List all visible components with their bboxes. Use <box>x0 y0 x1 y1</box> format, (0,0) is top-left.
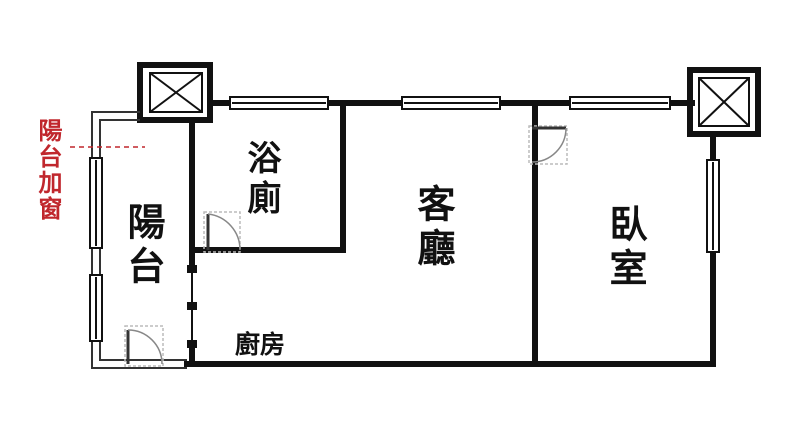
pillar-left <box>137 62 213 123</box>
pillar-right <box>687 67 761 137</box>
windows <box>89 96 720 342</box>
sliding-partition <box>187 265 197 348</box>
room-label-bathroom: 浴廁 <box>241 140 281 220</box>
room-label-living-room: 客廳 <box>411 184 456 272</box>
doors <box>124 125 568 367</box>
room-label-kitchen: 廚房 <box>235 330 286 359</box>
room-label-balcony: 陽台 <box>121 202 166 290</box>
room-label-bedroom: 臥室 <box>603 204 648 292</box>
annotation-balcony-window: 陽台加窗 <box>34 118 63 222</box>
